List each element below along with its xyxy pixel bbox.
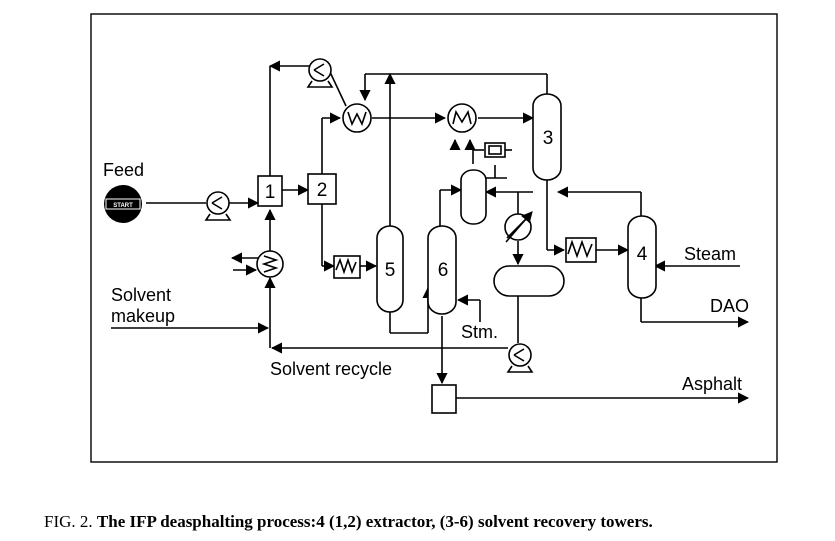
unit-5-label: 5: [385, 260, 396, 281]
tower-4: 4: [627, 215, 657, 299]
start-label: START: [113, 203, 133, 209]
tower-5: 5: [376, 225, 404, 313]
stm-label: Stm.: [461, 322, 498, 342]
cooler-icon: [504, 211, 533, 243]
dao-label: DAO: [710, 296, 749, 316]
caption-text: The IFP deasphalting process:4 (1,2) ext…: [96, 512, 653, 531]
unit-6-label: 6: [438, 260, 449, 281]
unit-2-label: 2: [317, 180, 328, 201]
recycle-pump-icon: [506, 343, 534, 373]
flow-lines: [111, 60, 750, 404]
asphalt-label: Asphalt: [682, 374, 742, 394]
recycle-exchanger-icon: [256, 250, 284, 278]
solvent-makeup-label-line1: Solvent: [111, 285, 171, 305]
solvent-recycle-label: Solvent recycle: [270, 359, 392, 379]
horizontal-drum: [493, 265, 565, 297]
heater-5-icon: [333, 255, 361, 279]
heat-exchanger-m-icon: [447, 103, 477, 133]
top-pump-icon: [306, 58, 334, 88]
feed-label: Feed: [103, 160, 144, 180]
tower-3: 3: [532, 93, 562, 181]
unit-4-label: 4: [637, 244, 648, 265]
figure-caption: FIG. 2. The IFP deasphalting process:4 (…: [44, 512, 653, 532]
control-instrument-icon: [484, 142, 512, 158]
extractor-1: 1: [257, 175, 283, 207]
extractor-2: 2: [307, 173, 337, 205]
asphalt-receiver: [431, 384, 457, 414]
steam-label: Steam: [684, 244, 736, 264]
heater-4-icon: [565, 237, 597, 263]
unit-1-label: 1: [265, 182, 276, 203]
feed-pump-icon: [204, 191, 232, 221]
solvent-makeup-label-line2: makeup: [111, 306, 175, 326]
diagram-frame: [90, 13, 778, 463]
start-button-symbol: START: [104, 185, 142, 223]
small-drum: [460, 169, 487, 225]
heat-exchanger-w-icon: [342, 103, 372, 133]
unit-3-label: 3: [543, 128, 554, 149]
tower-6: 6: [427, 225, 457, 315]
caption-prefix: FIG. 2.: [44, 512, 93, 531]
